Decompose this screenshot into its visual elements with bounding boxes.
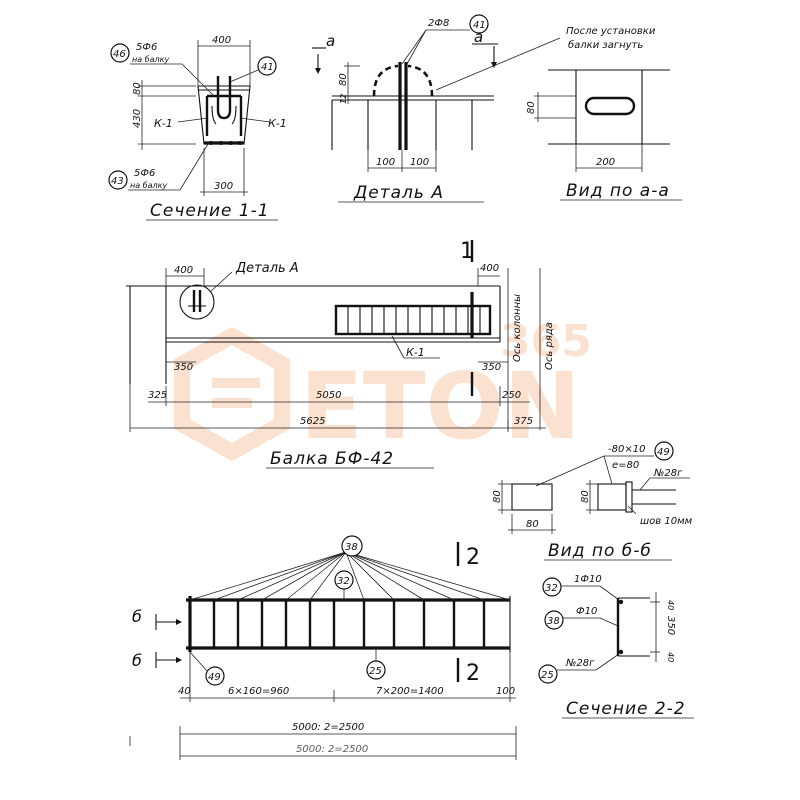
detA-mark41-text: 2Ф8 [428, 18, 449, 29]
frame-dim-1400: 7×200=1400 [376, 686, 444, 697]
frame-dim-40: 40 [178, 686, 191, 697]
viewBB-mark49-num: 49 [657, 447, 670, 458]
viewAA-dim-80: 80 [526, 101, 537, 114]
s11-mark43-text1: 5Ф6 [134, 168, 155, 179]
section-2-2: 40 350 40 32 1Ф10 38 Ф10 25 №28г Сечение… [538, 574, 694, 719]
viewBB-e: е=80 [612, 460, 639, 471]
viewBB-title: Вид по б-б [548, 541, 652, 561]
viewBB-weld: шов 10мм [640, 516, 693, 527]
frame-cut-2-top: 2 [466, 545, 480, 570]
detA-mark41-num: 41 [473, 20, 486, 31]
detA-title: Деталь А [353, 183, 444, 203]
viewAA-title: Вид по а-а [566, 181, 670, 201]
s11-dim-left-a: 80 [132, 82, 143, 95]
detA-note-2: балки загнуть [568, 39, 643, 51]
s11-mark46-text1: 5Ф6 [136, 42, 157, 53]
detA-dim-100b: 100 [410, 157, 429, 168]
beam-dim-350-left: 350 [174, 362, 193, 373]
s11-mark41-num: 41 [261, 62, 274, 73]
view-a-a: 80 200 Вид по а-а [526, 69, 682, 201]
beam-dim-325: 325 [148, 390, 167, 401]
detA-dim-12: 12 [339, 94, 348, 104]
frame-mark32-num: 32 [337, 576, 350, 587]
beam-dim-5050: 5050 [316, 390, 341, 401]
viewBB-dim-80-left: 80 [492, 490, 503, 503]
frame-verticals [212, 600, 486, 648]
viewBB-dim-80-bottom: 80 [526, 519, 539, 530]
watermark-brand: ETON [300, 353, 581, 460]
viewBB-channel: №28г [653, 468, 683, 479]
watermark-number: 365 [500, 316, 592, 367]
beam-dim-400-left: 400 [174, 265, 193, 276]
detail-a: 80 12 100 100 а а 41 2Ф8 После установки… [312, 14, 656, 203]
frame-leaders [189, 551, 511, 601]
detA-dim-100a: 100 [376, 157, 395, 168]
s22-mark25-text: №28г [565, 658, 595, 669]
viewBB-plate: -80×10 [608, 444, 645, 455]
s11-mark46-text2: на балку [132, 55, 169, 64]
section-1-1: 400 300 80 430 К-1 К-1 46 5Ф6 на балку 4… [108, 35, 287, 221]
view-b-b: 80 80 80 -80×10 е=80 49 №28г шов 10мм Ви… [492, 441, 693, 561]
frame-mark25-num: 25 [369, 666, 382, 677]
s11-mark43-num: 43 [111, 176, 124, 187]
viewBB-dim-80-right: 80 [580, 490, 591, 503]
beam-axis-row: Ось ряда [544, 322, 555, 370]
frame-dim-100: 100 [496, 686, 515, 697]
frame-mark38-num: 38 [345, 542, 358, 553]
watermark-logo [174, 326, 290, 462]
frame-dim-960: 6×160=960 [228, 686, 289, 697]
beam-dim-375: 375 [514, 416, 533, 427]
s22-dim-40a: 40 [666, 600, 675, 610]
detA-cut-a1: а [326, 32, 335, 50]
s11-mark43-text2: на балку [130, 181, 167, 190]
beam-bf42: Деталь А 400 400 1 Ось колонны Ось ряда … [126, 239, 555, 469]
frame-cut-b1: б [132, 607, 142, 626]
s11-mark46-num: 46 [113, 49, 126, 60]
beam-cut-label: 1 [460, 239, 474, 264]
s22-title: Сечение 2-2 [566, 699, 686, 719]
frame-dim-2500-dup: 5000: 2=2500 [296, 744, 368, 755]
s11-dim-left-b: 430 [132, 109, 143, 128]
s22-mark32-num: 32 [545, 583, 558, 594]
s22-mark38-text: Ф10 [576, 606, 597, 617]
detA-dim-80: 80 [338, 73, 349, 86]
s22-dim-40b: 40 [666, 652, 675, 662]
s22-mark32-text: 1Ф10 [574, 574, 602, 585]
beam-detail-label: Деталь А [235, 261, 299, 276]
beam-dim-400-right: 400 [480, 263, 499, 274]
s11-dim-bottom: 300 [214, 181, 233, 192]
frame-elevation: 38 32 25 49 б б 2 2 40 6×160=960 7×200=1… [132, 535, 517, 760]
beam-dim-5625: 5625 [300, 416, 325, 427]
detA-note-1: После установки [566, 26, 656, 37]
beam-cage-rungs [347, 306, 481, 334]
s11-k-right: К-1 [268, 117, 287, 130]
detA-cut-a2: а [474, 28, 483, 46]
beam-k-label: К-1 [406, 346, 425, 359]
frame-cut-b2: б [132, 651, 142, 670]
watermark: ETON 365 [174, 316, 592, 462]
s22-dim-350: 350 [665, 616, 676, 635]
beam-title: Балка БФ-42 [270, 449, 394, 469]
s11-title: Сечение 1-1 [150, 201, 270, 221]
viewAA-dim-200: 200 [596, 157, 615, 168]
beam-axis-col: Ось колонны [512, 294, 523, 362]
frame-dim-2500: 5000: 2=2500 [292, 722, 364, 733]
s22-mark38-num: 38 [547, 616, 560, 627]
beam-dim-350-right: 350 [482, 362, 501, 373]
s22-mark25-num: 25 [541, 670, 554, 681]
frame-mark49-num: 49 [208, 672, 221, 683]
beam-dim-250: 250 [502, 390, 521, 401]
s11-k-left: К-1 [154, 117, 173, 130]
frame-cut-2-bottom: 2 [466, 661, 480, 686]
s11-dim-top: 400 [212, 35, 231, 46]
